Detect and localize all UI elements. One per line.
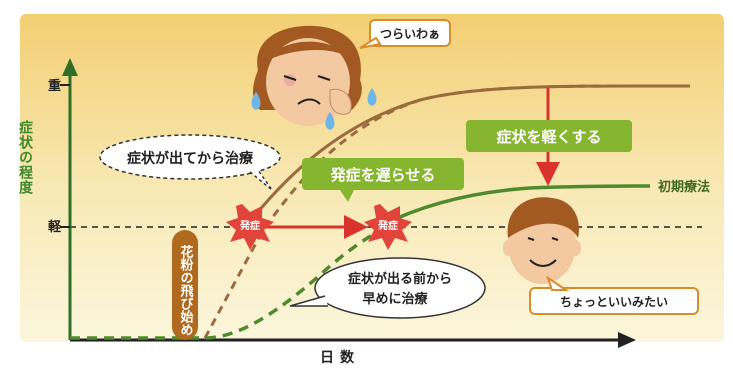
y-axis-arrow — [62, 58, 78, 76]
pollen-start-label: 花粉の飛び始め — [172, 230, 198, 340]
y-axis-label: 症状の程度 — [17, 119, 33, 195]
svg-text:症状が出る前から: 症状が出る前から — [348, 271, 452, 287]
onset-burst-1: 発症 — [226, 204, 274, 250]
lighten-symptoms-label: 症状を軽くする — [466, 120, 632, 152]
after-symptoms-bubble: 症状が出てから治療 — [99, 134, 281, 191]
early-therapy-label: 初期療法 — [658, 179, 710, 195]
sad-face-illustration — [251, 25, 377, 130]
x-axis-label: 日数 — [320, 349, 360, 366]
svg-text:つらいわぁ: つらいわぁ — [380, 27, 440, 41]
happy-speech-bubble: ちょっといいみたい — [529, 275, 699, 315]
svg-text:発症: 発症 — [239, 219, 260, 232]
x-axis-arrow — [618, 332, 636, 348]
svg-text:ちょっといいみたい: ちょっといいみたい — [560, 295, 668, 309]
happy-face-illustration — [503, 197, 581, 284]
curve-after-symptoms — [243, 84, 691, 229]
onset-burst-2: 発症 — [364, 204, 412, 250]
curve-early-therapy — [379, 184, 651, 228]
svg-text:花粉の飛び始め: 花粉の飛び始め — [178, 244, 195, 336]
svg-text:発症: 発症 — [377, 219, 398, 232]
svg-text:発症を遅らせる: 発症を遅らせる — [330, 166, 436, 184]
svg-text:症状が出てから治療: 症状が出てから治療 — [127, 150, 254, 167]
svg-text:症状を軽くする: 症状を軽くする — [496, 128, 601, 146]
y-heavy-label: 重 — [48, 78, 61, 94]
svg-text:早めに治療: 早めに治療 — [362, 291, 428, 307]
delay-onset-label: 発症を遅らせる — [302, 158, 464, 202]
before-symptoms-bubble: 症状が出る前から 早めに治療 — [289, 257, 486, 319]
y-light-label: 軽 — [48, 219, 62, 235]
sad-speech-bubble: つらいわぁ — [359, 19, 451, 49]
